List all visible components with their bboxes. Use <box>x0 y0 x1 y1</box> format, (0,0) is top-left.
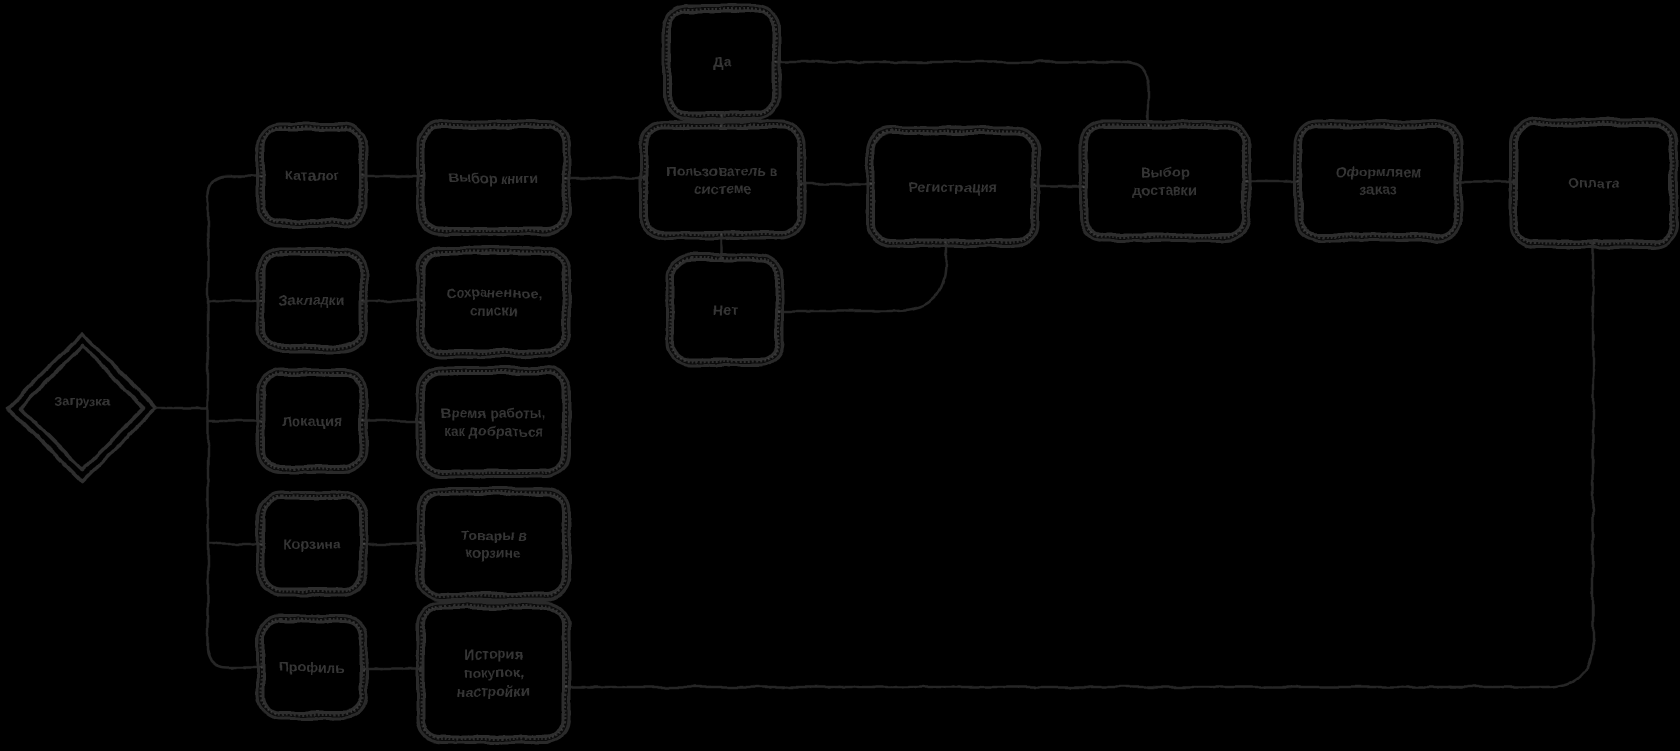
edge-yes-delivery <box>774 60 1150 127</box>
node-no-label: Нет <box>712 301 738 318</box>
node-saved-lists[interactable]: Сохраненное, списки <box>416 246 571 358</box>
node-saved-lists-label: Сохраненное, списки <box>445 284 542 319</box>
node-location[interactable]: Локация <box>256 368 368 474</box>
node-purchase-history-settings[interactable]: История покупок, настройки <box>416 601 571 744</box>
node-hours-directions[interactable]: Время работы, как добраться <box>416 366 571 478</box>
node-cart-items-label: Товары в корзине <box>460 526 527 561</box>
node-location-label: Локация <box>282 412 342 429</box>
node-book-selection[interactable]: Выбор книги <box>416 120 571 236</box>
edge-payment-history <box>564 242 1595 689</box>
node-user-in-system[interactable]: Пользователь в системе <box>639 120 806 240</box>
node-profile[interactable]: Профиль <box>256 614 368 720</box>
node-yes[interactable]: Да <box>662 4 781 120</box>
node-cart-label: Корзина <box>283 535 341 552</box>
node-purchase-history-settings-label: История покупок, настройки <box>457 646 530 699</box>
node-catalog[interactable]: Каталог <box>256 122 368 228</box>
node-profile-label: Профиль <box>279 658 345 675</box>
node-registration[interactable]: Регистрация <box>866 126 1040 248</box>
node-cart[interactable]: Корзина <box>256 491 368 597</box>
node-no[interactable]: Нет <box>666 253 784 367</box>
node-delivery-choice-label: Выбор доставки <box>1133 163 1197 198</box>
node-cart-items[interactable]: Товары в корзине <box>416 487 571 601</box>
node-user-in-system-label: Пользователь в системе <box>666 162 779 197</box>
node-payment-label: Оплата <box>1568 175 1619 192</box>
start-diamond-shape[interactable] <box>6 332 158 484</box>
node-place-order-label: Оформляем заказ <box>1335 163 1422 198</box>
node-bookmarks-label: Закладки <box>279 291 345 308</box>
node-hours-directions-label: Время работы, как добраться <box>441 404 546 439</box>
node-registration-label: Регистрация <box>909 178 997 195</box>
node-yes-label: Да <box>712 53 731 70</box>
node-payment[interactable]: Оплата <box>1509 118 1678 249</box>
node-catalog-label: Каталог <box>284 166 340 183</box>
node-book-selection-label: Выбор книги <box>448 169 539 186</box>
node-delivery-choice[interactable]: Выбор доставки <box>1079 120 1251 242</box>
node-place-order[interactable]: Оформляем заказ <box>1294 120 1463 242</box>
edge-no-registration <box>777 241 948 313</box>
node-bookmarks[interactable]: Закладки <box>256 247 368 353</box>
